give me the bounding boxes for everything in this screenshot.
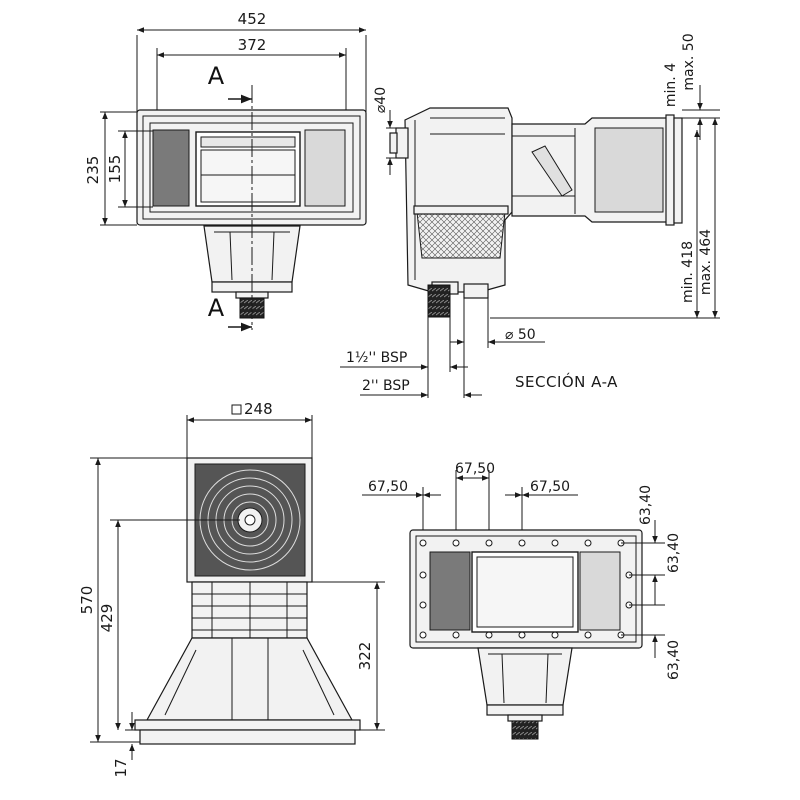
flange-lower-body <box>477 647 573 706</box>
outlet-thread-section <box>427 284 451 318</box>
dim-square-248: 248 <box>244 400 273 418</box>
dim-17: 17 <box>112 758 130 777</box>
tank-section <box>404 107 513 293</box>
dim-452: 452 <box>238 10 267 28</box>
flange-dark-panel <box>429 551 471 631</box>
front-flange-view: 67,50 67,50 67,50 <box>362 461 682 740</box>
dim-max-50: max. 50 <box>681 33 697 90</box>
side-view: 248 570 <box>78 400 385 778</box>
dim-155: 155 <box>106 155 124 184</box>
dark-panel <box>152 129 190 207</box>
dim-dia-40: 40 <box>373 87 389 105</box>
light-panel <box>304 129 346 207</box>
svg-text:⌀40: ⌀40 <box>373 87 389 113</box>
dim-v-spacing-3: 63,40 <box>666 640 682 680</box>
dim-bsp-small: 1½'' BSP <box>346 350 407 366</box>
dim-spacing-left: 67,50 <box>368 479 408 495</box>
flange-bolts <box>419 539 633 639</box>
dim-min-4: min. 4 <box>663 63 679 107</box>
dim-bsp-large: 2'' BSP <box>362 378 410 394</box>
dim-322: 322 <box>356 642 374 671</box>
dim-min-418: min. 418 <box>680 241 696 303</box>
section-title: SECCIÓN A-A <box>515 372 618 391</box>
dim-570: 570 <box>78 586 96 615</box>
basket <box>416 211 506 259</box>
section-mark-bottom: A <box>208 294 225 322</box>
dim-dia-50: 50 <box>518 327 536 343</box>
dim-429: 429 <box>98 604 116 633</box>
base <box>145 637 354 721</box>
dim-235: 235 <box>84 156 102 185</box>
dim-v-spacing-1: 63,40 <box>638 485 654 525</box>
dim-spacing-right: 67,50 <box>530 479 570 495</box>
section-mark-top: A <box>208 62 225 90</box>
svg-text:⌀ 50: ⌀ 50 <box>505 327 536 343</box>
dim-v-spacing-2: 63,40 <box>666 533 682 573</box>
dim-max-464: max. 464 <box>698 229 714 295</box>
flange-outlet-thread <box>511 720 539 740</box>
dim-372: 372 <box>238 36 267 54</box>
top-left-view: 452 372 235 155 <box>84 10 367 332</box>
flange-light-panel <box>579 551 621 631</box>
section-view: ⌀40 min. 4 max. 50 min. 418 max. 464 ⌀ 5… <box>340 33 720 398</box>
dim-spacing-mid: 67,50 <box>455 461 495 477</box>
